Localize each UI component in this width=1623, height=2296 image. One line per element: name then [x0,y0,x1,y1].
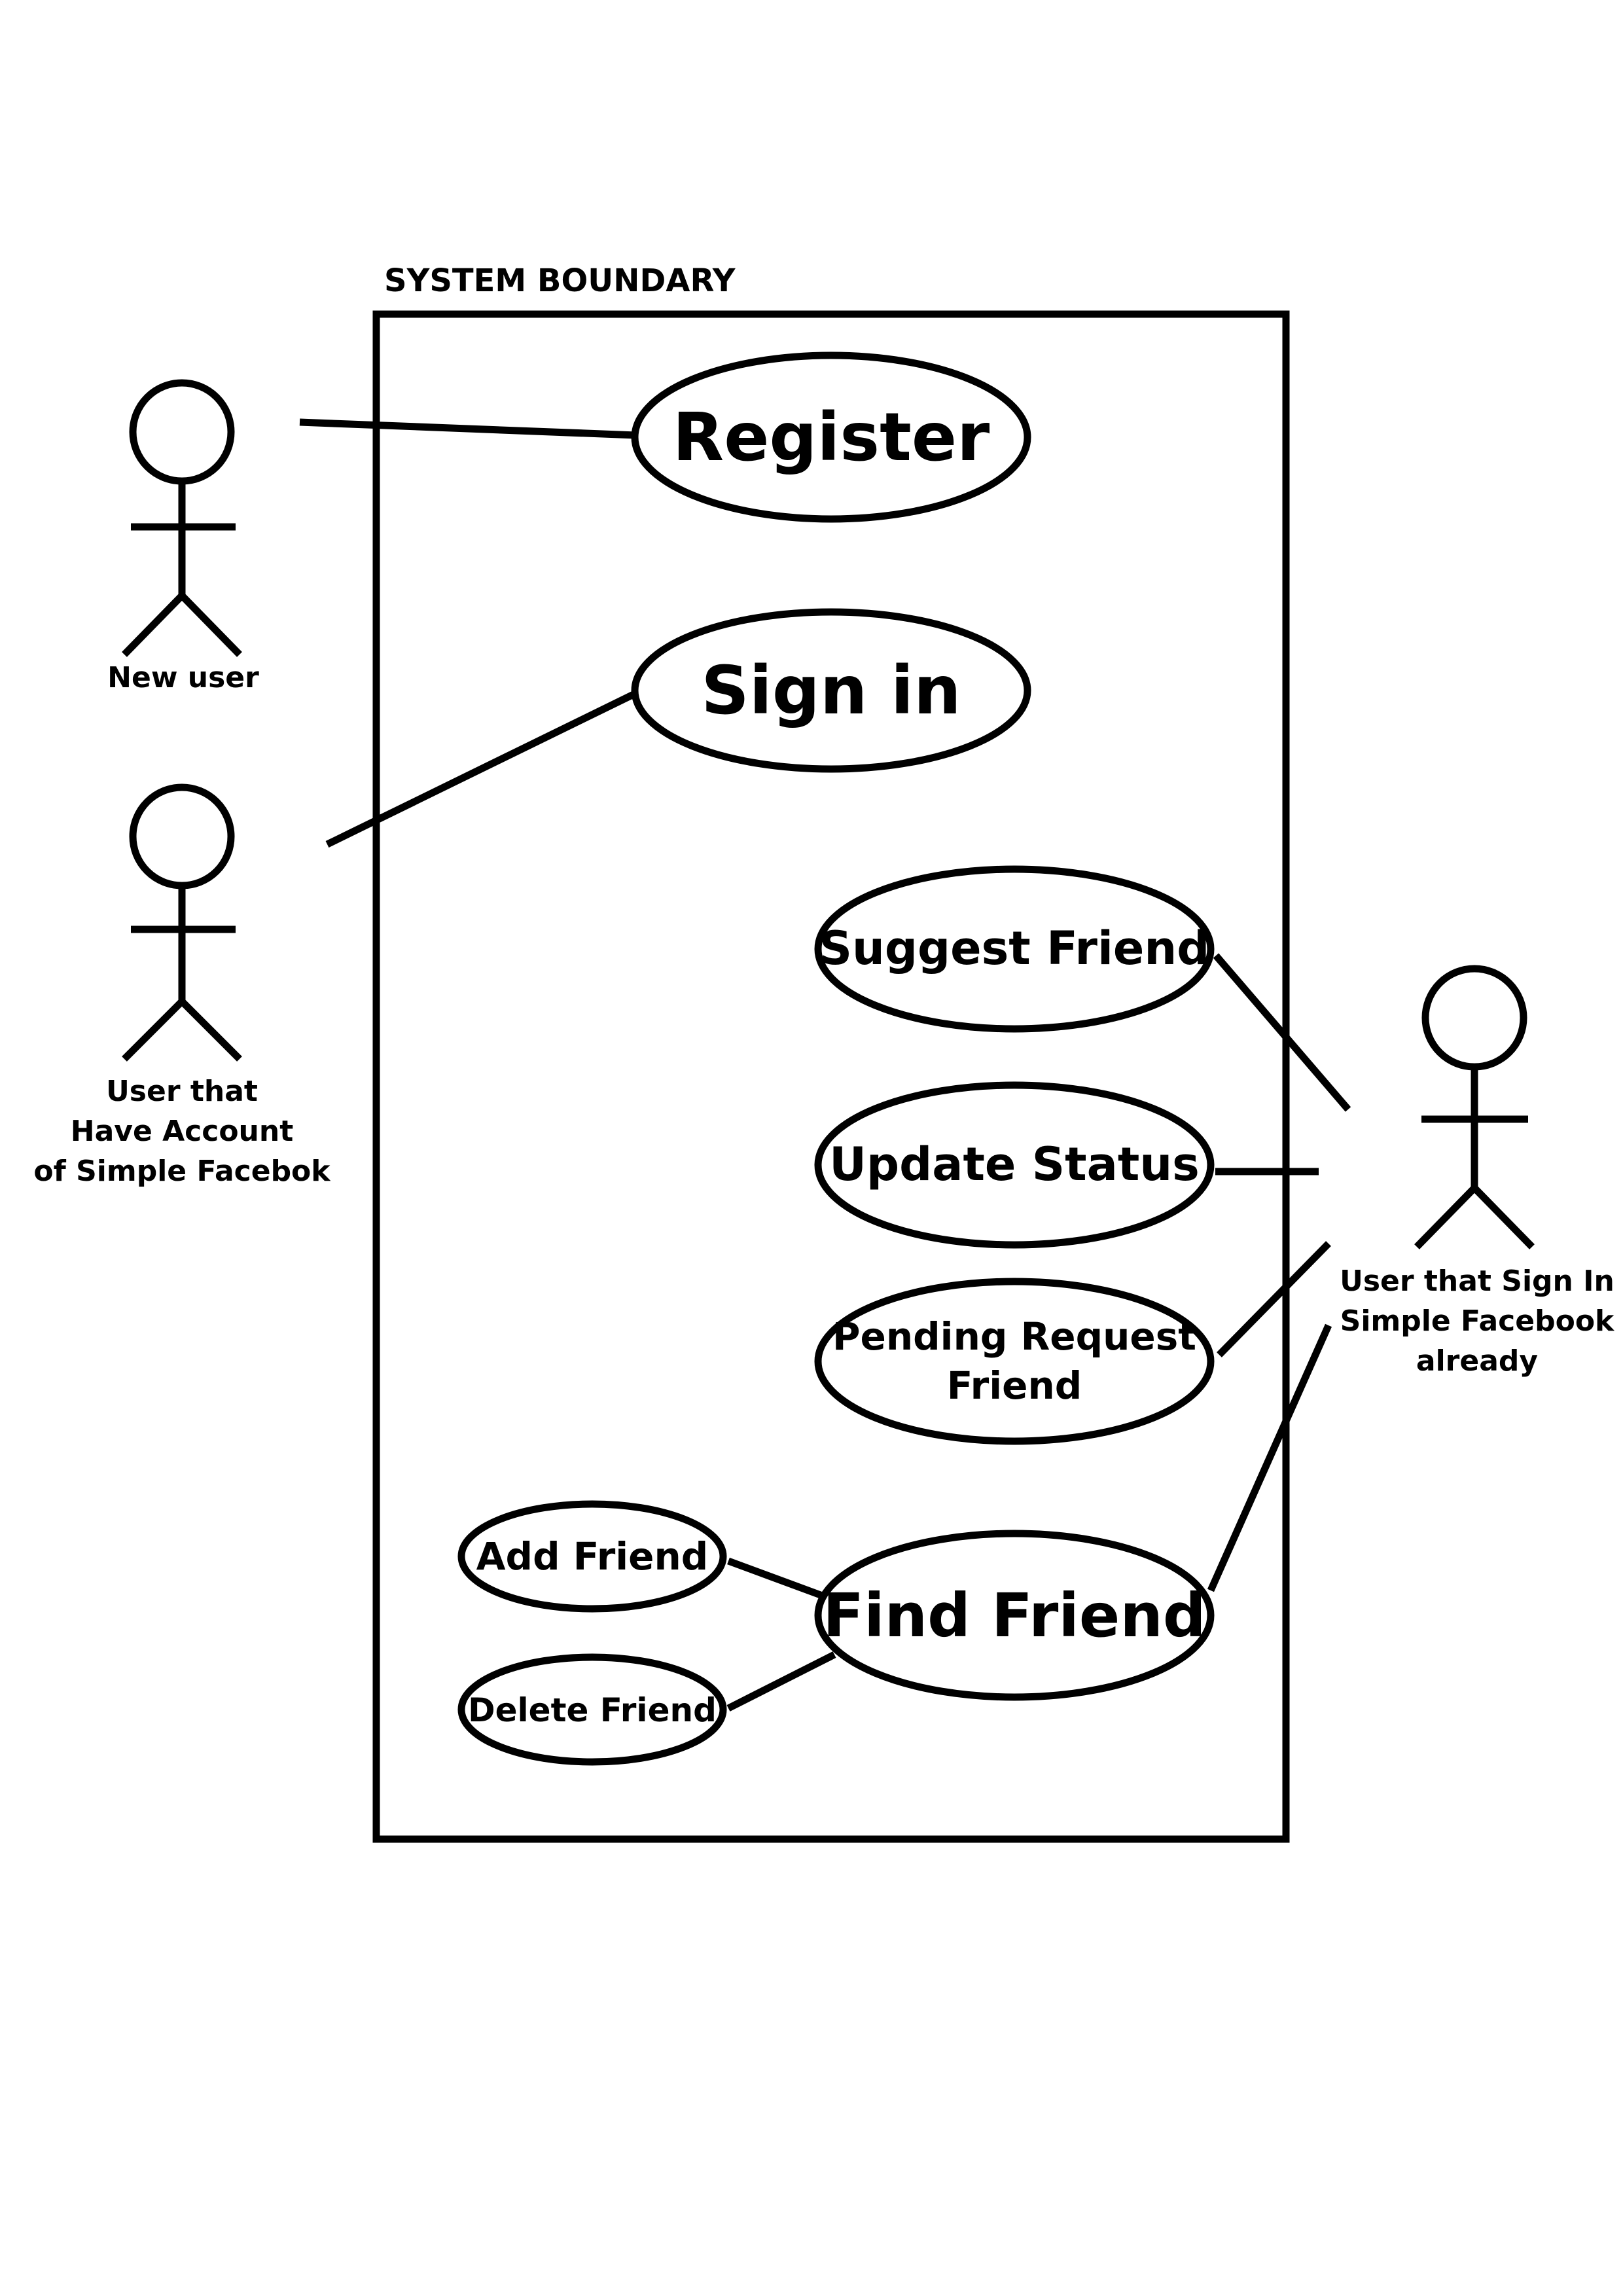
actor-signed-in-user: User that Sign In Simple Facebook alread… [1340,965,1615,1378]
actor-label-line-1: User that Sign In [1340,1265,1614,1298]
use-case-oval [457,1653,727,1766]
actor-new-user: New user [107,379,259,694]
actor-left-leg [122,999,185,1062]
association-existing-user-sign-in [325,691,637,848]
use-case-oval [814,1081,1215,1249]
use-case-oval [631,351,1031,523]
use-case-label-sign-in: Sign in [701,652,961,730]
use-case-delete-friend: Delete Friend [457,1653,727,1766]
use-case-label-delete-friend: Delete Friend [468,1691,717,1729]
actor-label-line-1: User that [106,1075,258,1108]
actor-head-icon [129,379,235,485]
use-case-pending-request-friend: Pending Request Friend [814,1278,1215,1445]
use-case-label-register: Register [673,399,990,476]
actor-existing-user: User that Have Account of Simple Facebok [33,783,331,1188]
use-case-register: Register [631,351,1031,523]
actor-right-leg [179,999,242,1062]
use-case-oval [814,865,1215,1033]
use-case-oval [814,1530,1215,1701]
actor-left-leg [1414,1185,1477,1249]
use-case-update-status: Update Status [814,1081,1215,1249]
use-case-label-suggest-friend: Suggest Friend [819,922,1210,975]
association-find-friend [1207,1323,1332,1592]
actor-label-new-user: New user [107,661,259,694]
extend-delete-friend [726,1651,836,1712]
association-suggest-friend [1213,953,1351,1112]
use-case-suggest-friend: Suggest Friend [814,865,1215,1033]
use-case-find-friend: Find Friend [814,1530,1215,1701]
extend-add-friend [727,1557,827,1601]
actor-label-line-2: Have Account [71,1115,293,1148]
use-case-sign-in: Sign in [631,608,1031,773]
actor-right-leg [179,593,242,657]
system-boundary [372,310,1290,1843]
actor-label-line-3: of Simple Facebok [33,1155,331,1188]
association-new-user-register [299,418,637,439]
actor-left-leg [122,593,185,657]
actor-label-line-2: Simple Facebook [1340,1304,1615,1338]
actor-right-leg [1472,1185,1535,1249]
association-pending-request [1217,1241,1331,1357]
use-case-label-find-friend: Find Friend [823,1581,1205,1651]
use-case-label-update-status: Update Status [829,1138,1200,1191]
use-case-label-add-friend: Add Friend [476,1534,709,1579]
system-boundary-label: SYSTEM BOUNDARY [384,262,736,299]
use-case-oval [457,1500,727,1613]
use-case-label-line-2: Friend [947,1363,1082,1408]
use-case-oval [814,1278,1215,1445]
association-lines [299,418,1351,1712]
actor-head-icon [129,783,235,889]
actor-label-line-3: already [1416,1344,1538,1378]
actor-head-icon [1421,965,1527,1071]
use-case-oval [631,608,1031,773]
use-case-add-friend: Add Friend [457,1500,727,1613]
use-case-label-line-1: Pending Request [832,1314,1196,1359]
